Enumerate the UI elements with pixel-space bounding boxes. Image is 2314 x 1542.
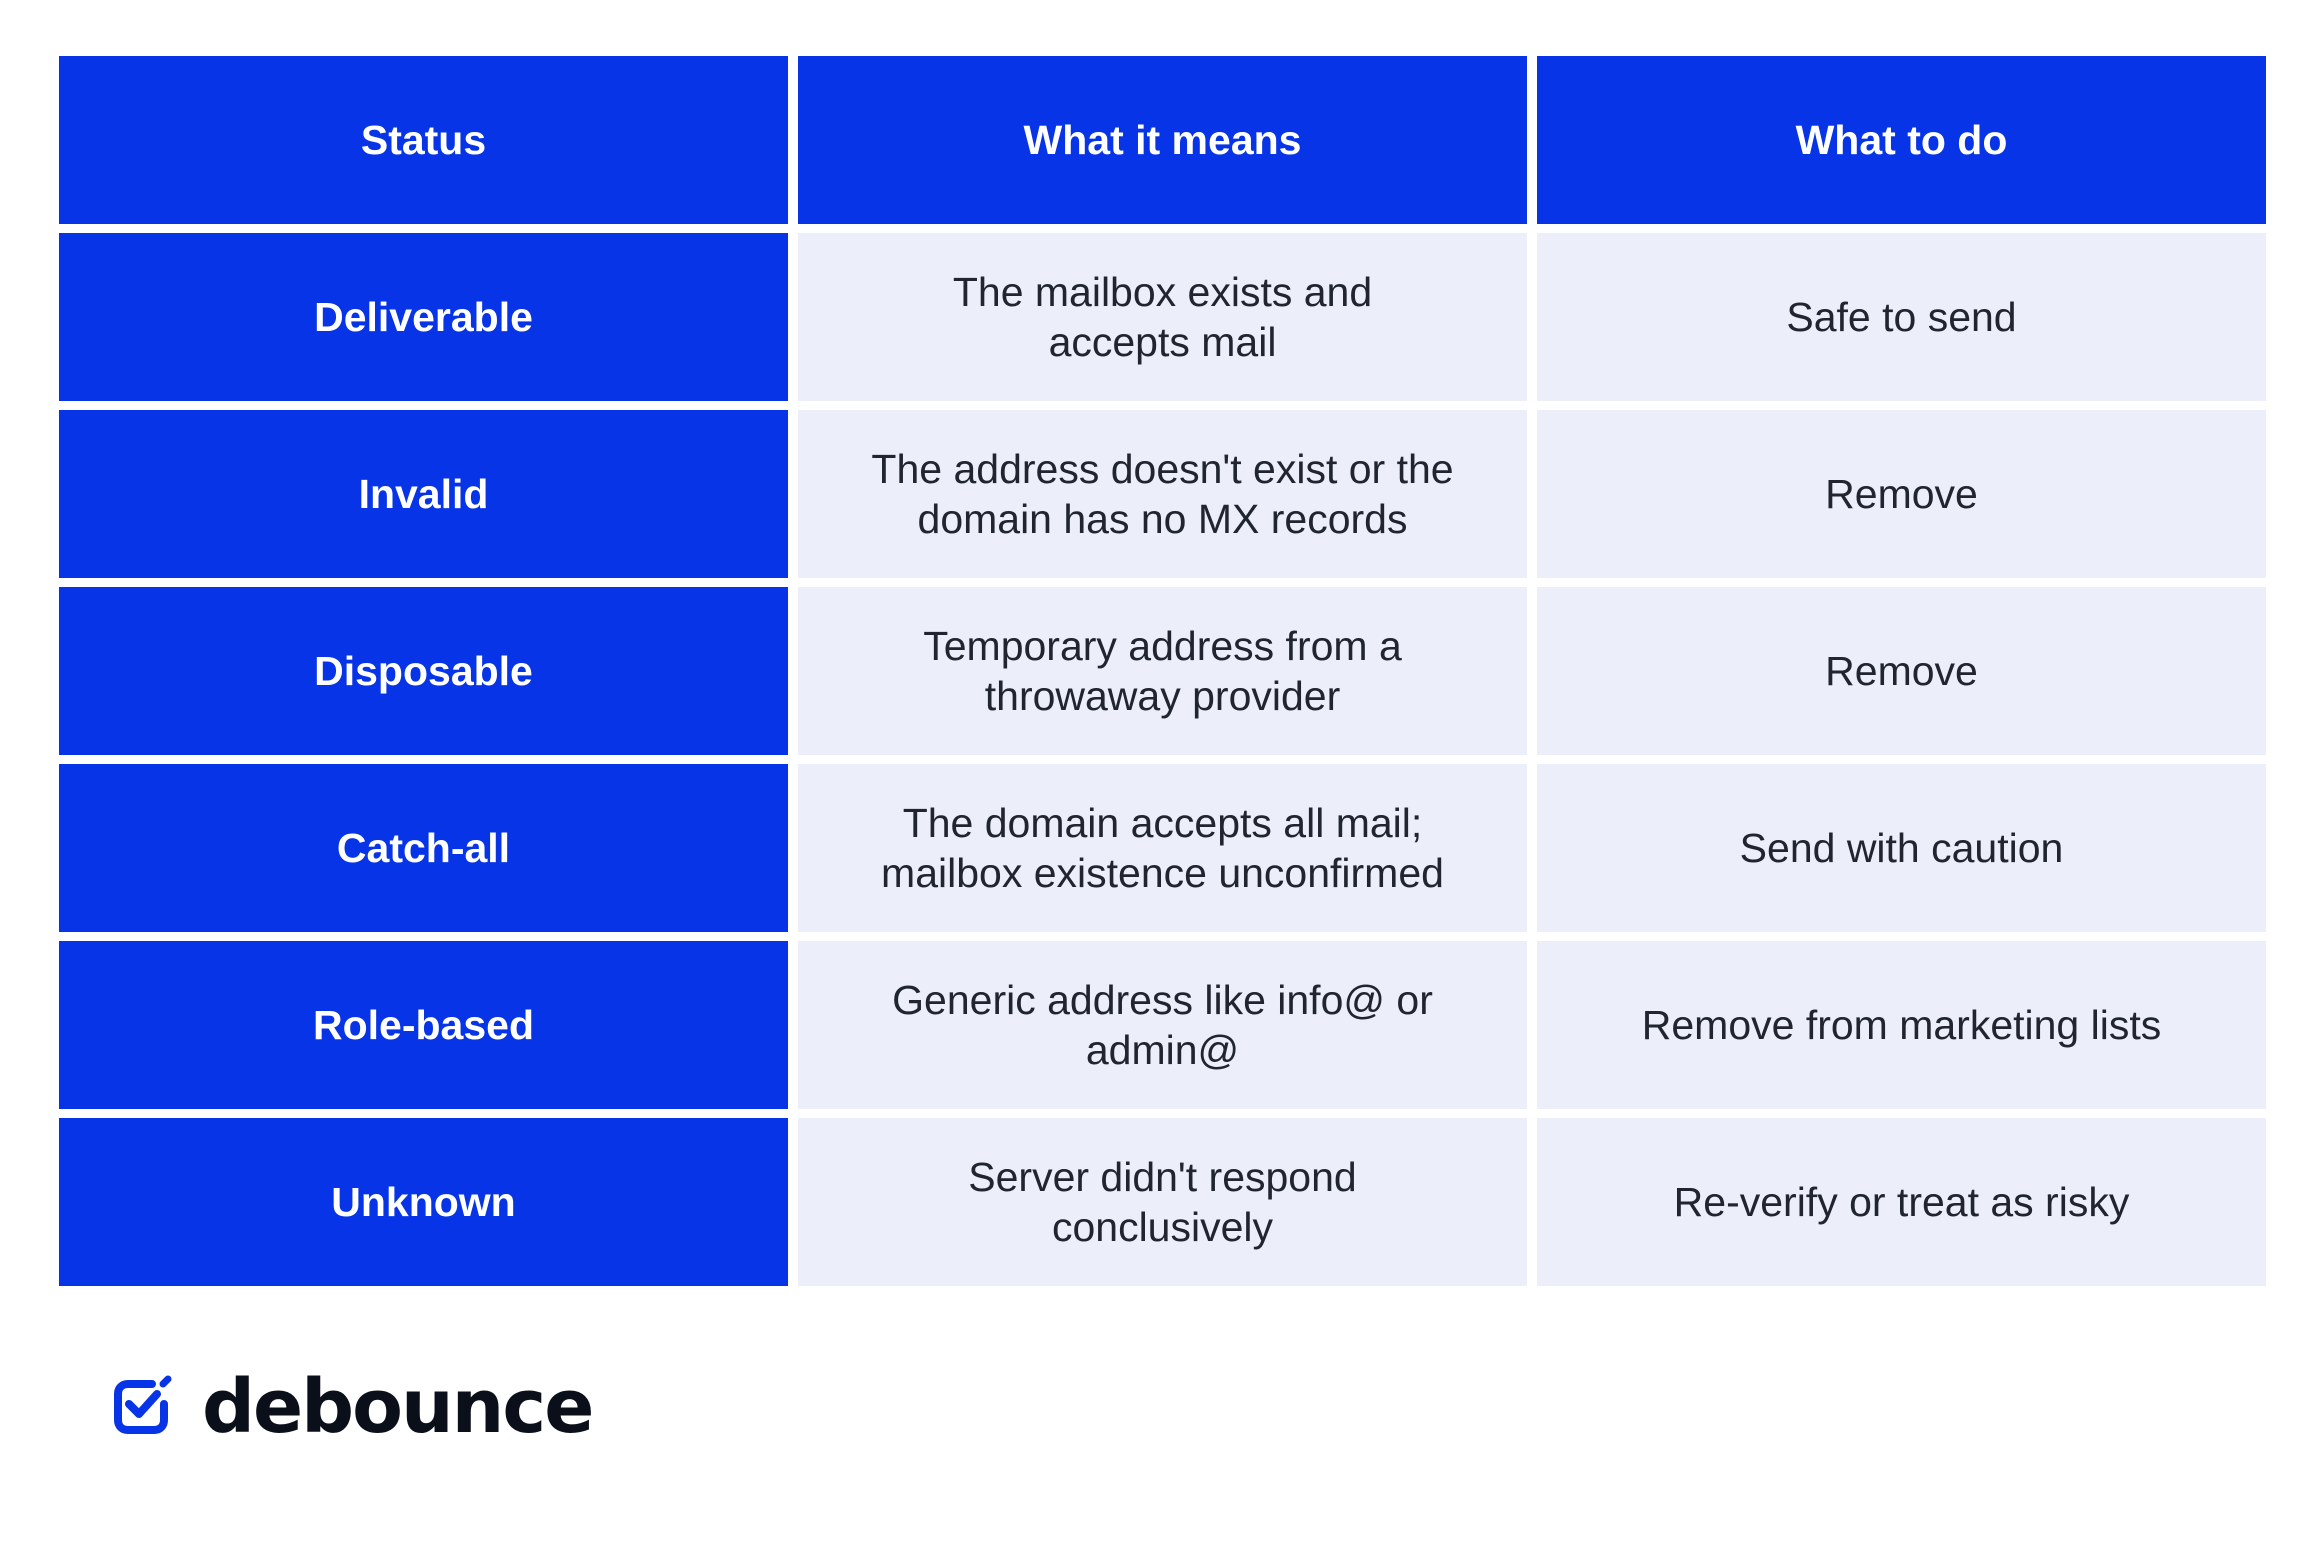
header-meaning: What it means <box>798 56 1527 224</box>
header-status: Status <box>59 56 788 224</box>
status-cell: Invalid <box>59 410 788 578</box>
meaning-text: Server didn't respond conclusively <box>968 1154 1357 1250</box>
action-cell: Send with caution <box>1537 764 2266 932</box>
action-cell: Remove from marketing lists <box>1537 941 2266 1109</box>
header-meaning-label: What it means <box>1023 116 1302 163</box>
status-label: Unknown <box>331 1178 516 1225</box>
status-cell: Role-based <box>59 941 788 1109</box>
meaning-cell: The address doesn't exist or the domain … <box>798 410 1527 578</box>
status-label: Role-based <box>313 1001 534 1048</box>
action-cell: Remove <box>1537 587 2266 755</box>
logo-wordmark: debounce <box>202 1364 594 1450</box>
meaning-cell: Generic address like info@ or admin@ <box>798 941 1527 1109</box>
meaning-text: The mailbox exists and accepts mail <box>952 269 1373 365</box>
status-label: Disposable <box>314 647 533 694</box>
action-cell: Safe to send <box>1537 233 2266 401</box>
checkbox-check-icon <box>114 1375 172 1434</box>
action-cell: Remove <box>1537 410 2266 578</box>
meaning-text: The domain accepts all mail; mailbox exi… <box>881 800 1444 896</box>
header-status-label: Status <box>360 116 487 163</box>
action-text: Send with caution <box>1739 825 2064 871</box>
meaning-text: Temporary address from a throwaway provi… <box>923 623 1402 719</box>
action-text: Re-verify or treat as risky <box>1673 1179 2130 1225</box>
status-label: Invalid <box>358 470 489 517</box>
meaning-cell: Temporary address from a throwaway provi… <box>798 587 1527 755</box>
header-action: What to do <box>1537 56 2266 224</box>
action-cell: Re-verify or treat as risky <box>1537 1118 2266 1286</box>
status-cell: Catch-all <box>59 764 788 932</box>
action-text: Remove from marketing lists <box>1641 1002 2162 1048</box>
meaning-text: The address doesn't exist or the domain … <box>871 446 1454 542</box>
status-label: Deliverable <box>314 293 533 340</box>
debounce-logo: debounce <box>108 1364 594 1450</box>
meaning-text: Generic address like info@ or admin@ <box>892 977 1433 1073</box>
meaning-cell: The mailbox exists and accepts mail <box>798 233 1527 401</box>
status-label: Catch-all <box>336 824 511 871</box>
action-text: Safe to send <box>1786 294 2017 340</box>
status-cell: Disposable <box>59 587 788 755</box>
action-text: Remove <box>1825 471 1978 517</box>
header-action-label: What to do <box>1795 116 2008 163</box>
meaning-cell: The domain accepts all mail; mailbox exi… <box>798 764 1527 932</box>
action-text: Remove <box>1825 648 1978 694</box>
status-cell: Deliverable <box>59 233 788 401</box>
status-table: Status What it means What to do Delivera… <box>59 56 2271 1286</box>
status-cell: Unknown <box>59 1118 788 1286</box>
meaning-cell: Server didn't respond conclusively <box>798 1118 1527 1286</box>
